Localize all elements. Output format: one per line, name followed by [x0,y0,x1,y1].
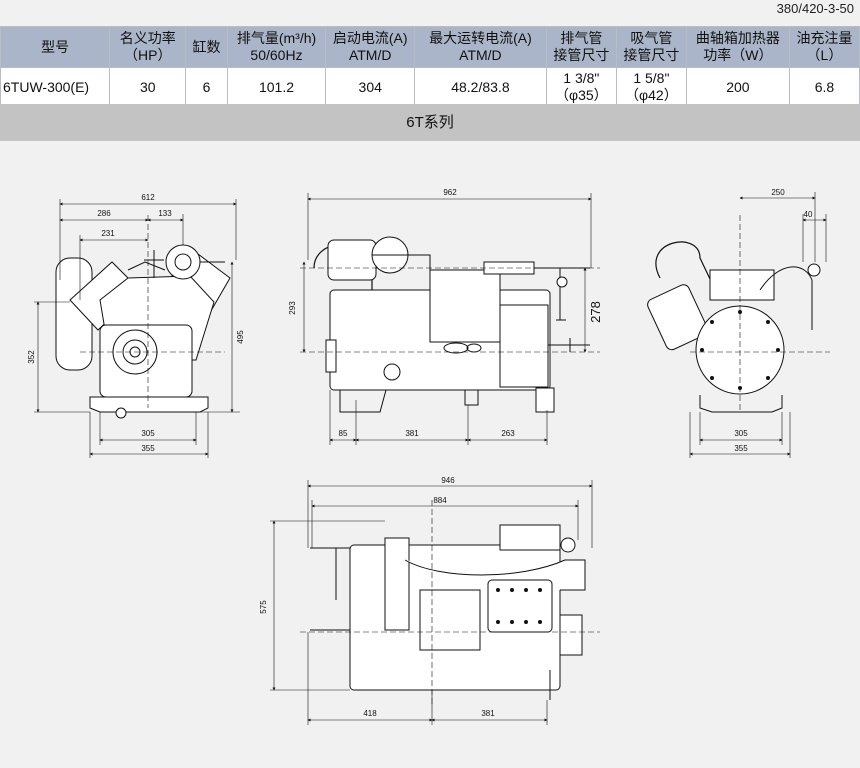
dim-end-305: 305 [734,429,748,438]
dim-front-231: 231 [101,229,115,238]
dim-top-946: 946 [441,476,455,485]
dim-top-575: 575 [259,600,268,614]
dim-end-40: 40 [804,210,813,219]
cell-heater: 200 [685,67,790,107]
header-suction-pipe: 吸气管接管尺寸 [615,26,687,68]
dim-top-381: 381 [481,709,495,718]
dim-top-418: 418 [363,709,377,718]
dim-side-263: 263 [501,429,515,438]
header-max-current: 最大运转电流(A)ATM/D [414,26,547,68]
cell-max-current: 48.2/83.8 [414,67,547,107]
dim-side-85: 85 [339,429,348,438]
header-displacement: 排气量(m³/h)50/60Hz [226,26,327,68]
dim-top-884: 884 [433,496,447,505]
dim-front-286: 286 [97,209,111,218]
dim-end-355: 355 [734,444,748,453]
header-discharge-pipe: 排气管接管尺寸 [545,26,617,68]
end-view-drawing [647,215,830,413]
dim-front-305: 305 [141,429,155,438]
header-oil: 油充注量（L） [788,26,860,68]
dim-front-495: 495 [236,330,245,344]
header-model: 型号 [0,26,111,68]
spec-table: 型号 名义功率（HP） 缸数 排气量(m³/h)50/60Hz 启动电流(A)A… [0,26,860,107]
header-heater: 曲轴箱加热器功率（W） [685,26,790,68]
cell-displacement: 101.2 [226,67,327,107]
dimension-labels: 612 286 133 231 352 495 305 355 962 293 … [27,188,813,718]
dim-front-352: 352 [27,350,36,364]
front-view-drawing [55,215,231,419]
top-view-drawing [300,500,600,705]
front-view-dimension-lines [34,199,240,458]
header-power: 名义功率（HP） [109,26,187,68]
header-cylinders: 缸数 [185,26,228,68]
cell-oil: 6.8 [788,67,860,107]
cell-cylinders: 6 [185,67,228,107]
dim-side-278: 278 [588,301,603,323]
header-start-current: 启动电流(A)ATM/D [325,26,415,68]
document-reference: 380/420-3-50 [776,1,854,16]
compressor-drawings: 612 286 133 231 352 495 305 355 962 293 … [27,188,830,725]
side-view-drawing [300,236,600,413]
end-view-dimension-lines [689,192,827,458]
dim-side-381: 381 [405,429,419,438]
side-view-dimension-lines [302,193,592,445]
cell-discharge-pipe: 1 3/8"（φ35） [545,67,617,107]
cell-start-current: 304 [325,67,415,107]
series-label: 6T系列 [0,104,860,141]
dim-side-293: 293 [288,301,297,315]
cell-power: 30 [109,67,187,107]
dim-front-133: 133 [158,209,172,218]
cell-model: 6TUW-300(E) [0,67,111,107]
cell-suction-pipe: 1 5/8"（φ42） [615,67,687,107]
dim-front-355: 355 [141,444,155,453]
dim-end-250: 250 [771,188,785,197]
spec-header-row: 型号 名义功率（HP） 缸数 排气量(m³/h)50/60Hz 启动电流(A)A… [0,26,860,68]
dim-front-612: 612 [141,193,155,202]
top-view-dimension-lines [270,480,593,725]
spec-data-row: 6TUW-300(E) 30 6 101.2 304 48.2/83.8 1 3… [0,67,860,107]
dim-side-962: 962 [443,188,457,197]
